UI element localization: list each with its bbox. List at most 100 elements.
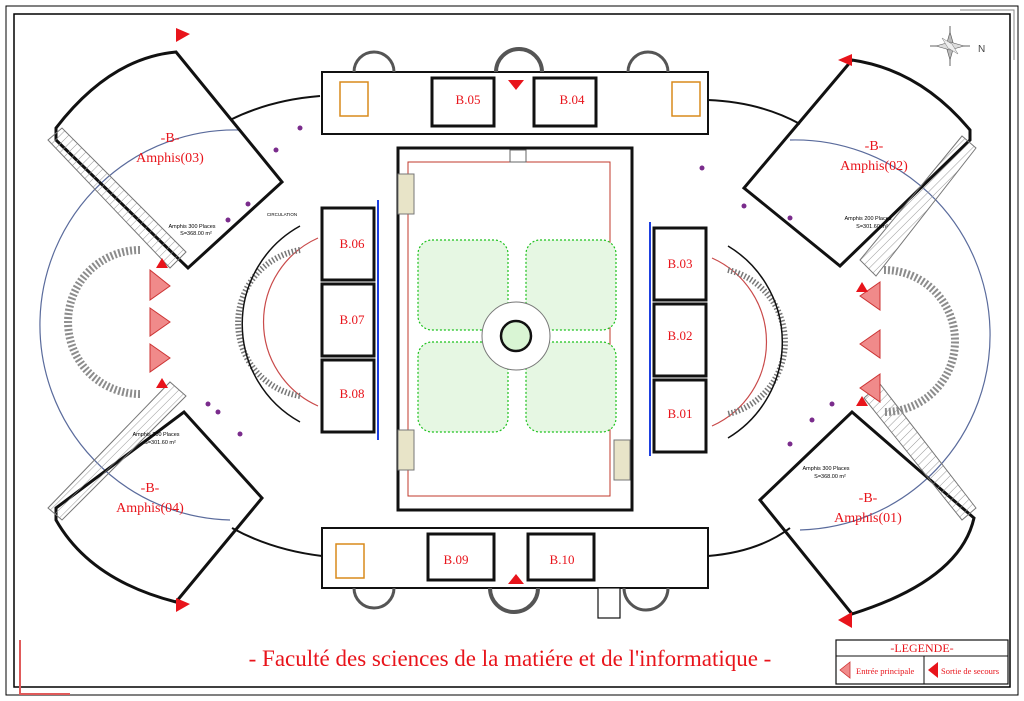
compass-label: N [978, 44, 985, 55]
legend: -LEGENDE- Entrée principale Sortie de se… [835, 639, 1009, 685]
top-block-wall [321, 71, 709, 135]
room-label-b09: B.09 [444, 552, 469, 567]
amphi-04-hatch [47, 381, 187, 521]
columns [205, 125, 835, 447]
ring-arc-bottom-right [707, 527, 791, 557]
amphi-02-caption: Amphis 200 Places [844, 216, 891, 222]
ring-arc-top-right [707, 99, 801, 125]
amphi-02-label: -B- Amphis(02) Amphis 200 Places S=301.6… [840, 139, 908, 230]
amphi-04-area: S=301.60 m² [144, 440, 176, 446]
courtyard-bench [397, 173, 415, 215]
courtyard-bench [613, 439, 631, 481]
room-b08 [320, 358, 376, 434]
stair-top-left [339, 81, 369, 117]
top-right-tower [626, 50, 670, 73]
room-b06 [320, 206, 376, 282]
circulation-arc-right-stairs [727, 267, 788, 417]
top-entrance-arc [494, 47, 544, 73]
stair-bottom-left [335, 543, 365, 579]
room-labels: B.05 B.04 B.06 B.07 B.08 B.03 B.02 B.01 … [340, 92, 693, 567]
room-b01 [652, 378, 708, 454]
room-b03 [652, 226, 708, 302]
room-b10 [526, 532, 596, 582]
ring-arc-right [789, 139, 991, 531]
ring-arc-bottom-left [231, 527, 323, 557]
room-b02 [652, 302, 708, 378]
legend-emergency-exit: Sortie de secours [941, 666, 999, 676]
main-entrance-legend-icon [839, 661, 851, 679]
amphi-01-caption: Amphis 300 Places [802, 466, 849, 472]
amphi-03-outline [54, 50, 285, 271]
circulation-arc-right-outer [727, 245, 783, 439]
bottom-left-tower [352, 587, 396, 610]
garden-beds [417, 239, 617, 433]
amphi-04-caption: Amphis 200 Places [132, 432, 179, 438]
bottom-entrance-arc [488, 587, 540, 614]
sheet-border-outer [5, 5, 1019, 696]
sheet-corner-accent [960, 9, 1015, 60]
amphi-04-label: -B- Amphis(04) Amphis 200 Places S=301.6… [116, 432, 184, 516]
courtyard-inner [407, 161, 611, 497]
top-left-tower [352, 50, 396, 73]
bottom-right-tower [622, 587, 670, 612]
amphi-03-caption: Amphis 300 Places [168, 224, 215, 230]
amphi-01-label: -B- Amphis(01) Amphis 300 Places S=368.0… [802, 466, 902, 526]
room-label-b06: B.06 [340, 236, 365, 251]
amphi-02-block: -B- [865, 139, 884, 154]
room-b09 [426, 532, 496, 582]
amphi-03-name: Amphis(03) [136, 151, 204, 166]
legend-title: -LEGENDE- [890, 641, 953, 655]
drawing-title: - Faculté des sciences de la matiére et … [249, 646, 772, 671]
amphi-02-outline [741, 58, 972, 269]
room-b04 [532, 76, 598, 128]
amphi-01-outline [757, 409, 976, 616]
amphi-02-area: S=301.60 m² [856, 224, 888, 230]
circulation-label: CIRCULATION [267, 212, 297, 217]
circulation-arc-left-stairs [235, 247, 301, 399]
amphi-04-name: Amphis(04) [116, 501, 184, 516]
legend-main-entrance: Entrée principale [856, 666, 915, 676]
bottom-block-wall [321, 527, 709, 589]
room-label-b05: B.05 [456, 92, 481, 107]
room-label-b02: B.02 [668, 328, 693, 343]
amphi-03-area: S=368.00 m² [180, 231, 212, 237]
room-label-b01: B.01 [668, 406, 693, 421]
amphi-04-block: -B- [141, 481, 160, 496]
room-label-b03: B.03 [668, 256, 693, 271]
room-label-b08: B.08 [340, 386, 365, 401]
amphi-03-block: -B- [161, 131, 180, 146]
courtyard-bench [397, 429, 415, 471]
circulation-arc-right [711, 257, 767, 427]
amphi-01-block: -B- [859, 491, 878, 506]
amphi-04-outline [54, 409, 264, 604]
room-label-b07: B.07 [340, 312, 365, 327]
amphi-02-hatch [859, 135, 977, 277]
stair-bottom-right [597, 587, 621, 619]
emergency-exit-legend-icon [928, 662, 938, 678]
ring-arc-top-left [229, 95, 321, 121]
amphi-01-hatch [863, 383, 977, 521]
amphi-03-hatch [47, 127, 187, 269]
sheet-border-inner [13, 13, 1011, 688]
amphi-01-name: Amphis(01) [834, 511, 902, 526]
courtyard-wall [396, 146, 634, 512]
courtyard-steps [509, 149, 527, 163]
stair-top-right [671, 81, 701, 117]
emergency-exit-icon [156, 28, 868, 628]
room-label-b04: B.04 [560, 92, 585, 107]
room-label-b10: B.10 [550, 552, 575, 567]
amphi-03-label: -B- Amphis(03) Amphis 300 Places S=368.0… [136, 131, 216, 237]
ring-arc-left [39, 129, 241, 521]
room-b07 [320, 282, 376, 358]
sheet-corner-accent [19, 640, 70, 695]
west-entrance-arc [64, 246, 141, 398]
amphi-01-area: S=368.00 m² [814, 474, 846, 480]
east-entrance-arc [883, 266, 959, 416]
room-b05 [430, 76, 496, 128]
amphi-02-name: Amphis(02) [840, 159, 908, 174]
central-fountain [499, 319, 533, 353]
compass-icon [930, 26, 970, 66]
circulation-arc-left-outer [241, 225, 301, 423]
main-entrance-icon [149, 268, 881, 403]
